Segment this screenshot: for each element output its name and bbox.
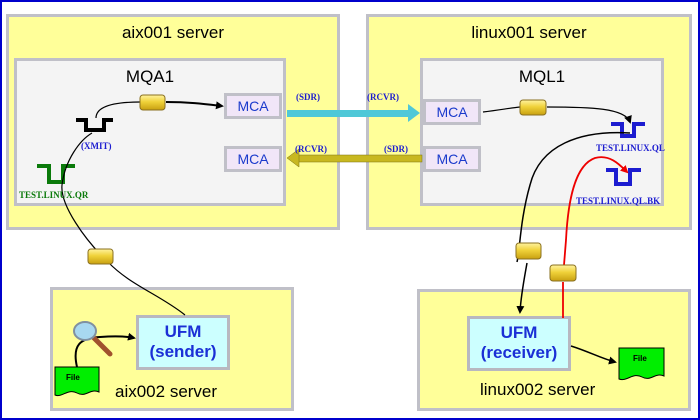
source-file-label: File <box>66 373 80 382</box>
ufm-receiver[interactable]: UFM (receiver) <box>467 316 571 371</box>
reply-queue-icon <box>37 164 75 184</box>
ufm-receiver-name: UFM <box>500 323 538 342</box>
mca-right-sender[interactable]: MCA <box>423 146 481 172</box>
channel-label-right-rcvr: (RCVR) <box>367 92 399 102</box>
message-icon <box>87 248 114 265</box>
message-icon <box>515 242 542 260</box>
channel-label-left-sdr: (SDR) <box>296 92 320 102</box>
flow-file-to-sender <box>74 332 136 368</box>
queue-manager-title: MQA1 <box>125 67 175 86</box>
flow-sender-to-xmit <box>61 132 186 316</box>
queue-manager-title: MQL1 <box>518 67 566 86</box>
server-title: aix002 server <box>115 382 218 401</box>
server-title: aix001 server <box>121 23 225 42</box>
mca-left-receiver[interactable]: MCA <box>224 146 282 172</box>
channel-label-right-sdr: (SDR) <box>384 144 408 154</box>
mca-right-receiver[interactable]: MCA <box>423 99 481 125</box>
ufm-sender[interactable]: UFM (sender) <box>136 315 230 370</box>
target-file-label: File <box>633 354 647 363</box>
local-queue-label: TEST.LINUX.QL <box>596 143 665 153</box>
flow-receiver-to-backout <box>562 156 627 318</box>
message-icon <box>519 99 547 116</box>
flow-msg-to-mca <box>165 101 224 110</box>
backout-queue-icon <box>606 168 641 186</box>
reply-queue-label: TEST.LINUX.QR <box>19 190 89 200</box>
xmit-queue-icon <box>76 118 113 132</box>
flow-receiver-to-file <box>570 345 617 365</box>
xmit-queue-label: (XMIT) <box>81 141 112 151</box>
server-title: linux002 server <box>480 380 596 399</box>
message-icon <box>139 94 166 111</box>
ufm-sender-role: (sender) <box>149 342 217 361</box>
channel-label-left-rcvr: (RCVR) <box>295 144 327 154</box>
flow-mca-to-msg <box>482 106 521 113</box>
server-title: linux001 server <box>471 23 587 42</box>
mca-left-sender[interactable]: MCA <box>224 93 282 119</box>
channel-arrow-inbound <box>286 148 423 168</box>
channel-arrow-outbound <box>287 104 420 122</box>
flow-xmit-to-mca <box>95 101 141 119</box>
message-icon <box>549 264 577 282</box>
local-queue-icon <box>611 122 645 138</box>
ufm-receiver-role: (receiver) <box>480 343 558 362</box>
backout-queue-label: TEST.LINUX.QL.BK <box>576 196 661 206</box>
source-file-icon <box>54 366 100 397</box>
flow-msg-to-receiver <box>516 262 528 314</box>
magnifier-icon <box>73 321 113 357</box>
target-file-icon <box>618 347 665 381</box>
flow-msg-to-local-queue <box>546 106 632 124</box>
ufm-sender-name: UFM <box>164 322 202 341</box>
